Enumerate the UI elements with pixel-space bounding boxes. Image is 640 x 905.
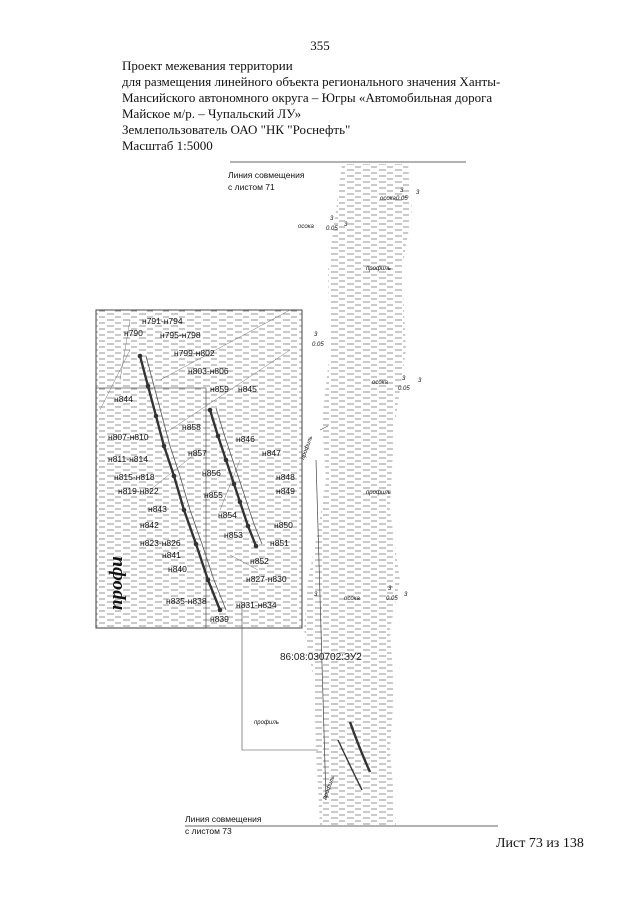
join-label-top: Линия совмещения	[228, 170, 305, 180]
cadastral-number: 86:08:030702:ЗУ2	[280, 652, 362, 663]
point-label: н827-н830	[246, 574, 287, 584]
point-label: н841	[162, 550, 181, 560]
boundary-line	[319, 425, 329, 431]
point-label: н791-н794	[142, 316, 183, 326]
point-label: н790	[124, 328, 143, 338]
point-label: н823-н826	[140, 538, 181, 548]
join-label-bottom: с листом 73	[185, 826, 232, 836]
fraction-c: 3	[404, 592, 408, 598]
profil-label: профиль	[254, 720, 279, 726]
fraction-c: 3	[416, 190, 420, 196]
parcel-chain-a-nodes	[137, 353, 223, 613]
point-label: н848	[276, 472, 295, 482]
point-label: н846	[236, 434, 255, 444]
oseka-label: осока	[344, 596, 361, 602]
oseka-label: осока	[298, 224, 315, 230]
fraction-b: 0.05	[312, 342, 324, 348]
join-label-bottom: Линия совмещения	[185, 814, 262, 824]
fraction-a: 3	[402, 376, 406, 382]
header-line: Землепользователь ОАО "НК "Роснефть"	[122, 122, 351, 137]
fraction-b: 0.05	[326, 226, 338, 232]
point-label: н799-н802	[174, 348, 215, 358]
join-label-top: с листом 71	[228, 182, 275, 192]
point-label: н853	[224, 530, 243, 540]
point-label: н849	[276, 486, 295, 496]
fraction-b: 0.05	[398, 386, 410, 392]
leader-line	[149, 449, 201, 491]
point-label: н842	[140, 520, 159, 530]
swamp-block	[96, 310, 302, 628]
header-line: Проект межевания территории	[122, 58, 293, 73]
fraction-a: 3	[314, 592, 318, 598]
point-label: н856	[202, 468, 221, 478]
header-line: для размещения линейного объекта региона…	[122, 74, 501, 89]
point-label: н844	[114, 394, 133, 404]
header-line: Мансийского автономного округа – Югры «А…	[122, 90, 493, 105]
road-edge-line	[315, 459, 327, 801]
parcel-chain-b-nodes	[207, 407, 259, 549]
leader-line	[99, 349, 131, 411]
header-line: Масштаб 1:5000	[122, 138, 213, 153]
point-labels: н791-н794 н790 н795-н798 н799-н802 н803-…	[108, 316, 295, 624]
sheet-number: Лист 73 из 138	[496, 836, 584, 851]
point-label: н845	[238, 384, 257, 394]
point-label: н851	[270, 538, 289, 548]
fraction-c: 3	[418, 378, 422, 384]
big-map-label: профи	[106, 556, 127, 610]
point-label: н795-н798	[160, 330, 201, 340]
point-label: н839	[210, 614, 229, 624]
point-label: н857	[188, 448, 207, 458]
fraction-c: 3	[344, 222, 348, 228]
point-label: н859	[210, 384, 229, 394]
profil-label: профиль	[366, 266, 391, 272]
fraction-a: 3	[400, 188, 404, 194]
road-segment	[337, 739, 363, 791]
point-label: н858	[182, 422, 201, 432]
point-label: н847	[262, 448, 281, 458]
fraction-b: 0.05	[386, 596, 398, 602]
fraction-a: 3	[388, 586, 392, 592]
point-label: н854	[218, 510, 237, 520]
point-label: н835-н838	[166, 596, 207, 606]
leader-line	[119, 319, 131, 381]
map-frame-inner	[95, 387, 207, 629]
point-label: н811-н814	[108, 454, 148, 464]
point-label: н840	[168, 564, 187, 574]
road-segment	[348, 721, 372, 773]
boundary-line	[241, 605, 318, 751]
swamp-strip	[304, 164, 412, 826]
point-label: н819-н822	[118, 486, 159, 496]
profil-label: профиль	[366, 490, 391, 496]
fraction-a: 3	[330, 216, 334, 222]
leader-line	[169, 349, 291, 431]
point-label: н803-н806	[188, 366, 229, 376]
map-canvas: Линия совмещения с листом 71 Линия совме…	[95, 161, 498, 836]
point-label: н855	[204, 490, 223, 500]
oseka-label: осока	[372, 380, 389, 386]
parcel-chain-b-edge	[215, 407, 263, 545]
parcel-chain-a-edge	[145, 355, 227, 611]
fraction-a: 3	[314, 332, 318, 338]
leader-line	[159, 309, 291, 381]
point-label: н815-н818	[114, 472, 155, 482]
point-label: н807-н810	[108, 432, 149, 442]
leader-line	[229, 554, 259, 571]
page-number: 355	[310, 38, 330, 53]
oseka-label: осока	[380, 196, 397, 202]
point-label: н843	[148, 504, 167, 514]
point-label: н831-н834	[236, 600, 277, 610]
document-header: Проект межевания территории для размещен…	[122, 58, 542, 154]
point-label: н852	[250, 556, 269, 566]
header-line: Майское м/р. – Чупальский ЛУ»	[122, 106, 302, 121]
point-label: н850	[274, 520, 293, 530]
fraction-b: 0.05	[396, 196, 408, 202]
leader-line	[219, 459, 241, 511]
survey-map: Линия совмещения с листом 71 Линия совме…	[90, 150, 510, 840]
